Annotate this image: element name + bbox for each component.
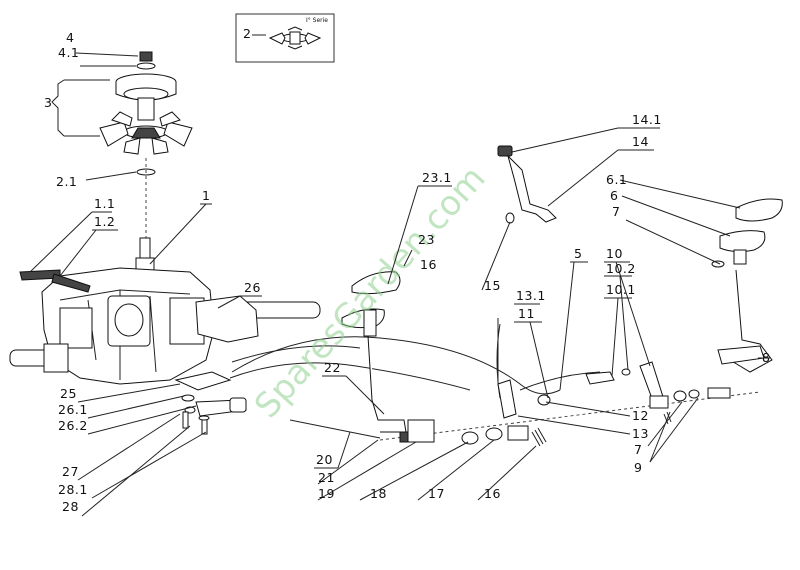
callout-6-1: 6.1 xyxy=(606,172,627,187)
callout-labels: 4 4.1 3 2.1 1 1.1 1.2 26 25 26.1 26.2 27… xyxy=(44,30,770,514)
callout-26: 26 xyxy=(244,280,261,295)
callout-28: 28 xyxy=(62,499,79,514)
callout-1-2: 1.2 xyxy=(94,214,115,229)
callout-9: 9 xyxy=(634,460,642,475)
callout-20: 20 xyxy=(316,452,333,467)
callout-2-1: 2.1 xyxy=(56,174,77,189)
inset-fan-icon xyxy=(268,26,322,50)
callout-25: 25 xyxy=(60,386,77,401)
callout-7-lower: 7 xyxy=(634,442,642,457)
callout-5: 5 xyxy=(574,246,582,261)
callout-17: 17 xyxy=(428,486,445,501)
shift-lever-assembly xyxy=(497,145,557,224)
callout-14-1: 14.1 xyxy=(632,112,662,127)
transaxle-assembly xyxy=(9,237,321,435)
callout-28-1: 28.1 xyxy=(58,482,88,497)
callout-22: 22 xyxy=(324,360,341,375)
brake-pedal-assembly xyxy=(341,271,435,443)
callout-8: 8 xyxy=(762,350,770,365)
callout-12: 12 xyxy=(632,408,649,423)
callout-10: 10 xyxy=(606,246,623,261)
callout-23-1: 23.1 xyxy=(422,170,452,185)
callout-23: 23 xyxy=(418,232,435,247)
callout-21: 21 xyxy=(318,470,335,485)
callout-16-upper: 16 xyxy=(420,257,437,272)
pulley-assembly xyxy=(99,51,193,240)
leader-lines xyxy=(29,52,770,517)
callout-18: 18 xyxy=(370,486,387,501)
callout-10-1: 10.1 xyxy=(606,282,636,297)
callout-26-2: 26.2 xyxy=(58,418,88,433)
callout-6: 6 xyxy=(610,188,618,203)
callout-26-1: 26.1 xyxy=(58,402,88,417)
center-lever-assembly xyxy=(461,379,551,447)
callout-13: 13 xyxy=(632,426,649,441)
callout-16-lower: 16 xyxy=(484,486,501,501)
callout-11: 11 xyxy=(518,306,535,321)
callout-3: 3 xyxy=(44,95,52,110)
callout-10-2: 10.2 xyxy=(606,261,636,276)
callout-7-upper: 7 xyxy=(612,204,620,219)
callout-1: 1 xyxy=(202,188,210,203)
inset-part-number: 2 xyxy=(243,26,251,41)
callout-15: 15 xyxy=(484,278,501,293)
callout-4-1: 4.1 xyxy=(58,45,79,60)
callout-14: 14 xyxy=(632,134,649,149)
callout-13-1: 13.1 xyxy=(516,288,546,303)
callout-27: 27 xyxy=(62,464,79,479)
inset-caption: I° Serie xyxy=(306,17,328,24)
callout-1-1: 1.1 xyxy=(94,196,115,211)
callout-19: 19 xyxy=(318,486,335,501)
inset-box: 2 I° Serie xyxy=(235,13,335,63)
drive-pedal-assembly xyxy=(585,198,783,425)
callout-4: 4 xyxy=(66,30,74,45)
